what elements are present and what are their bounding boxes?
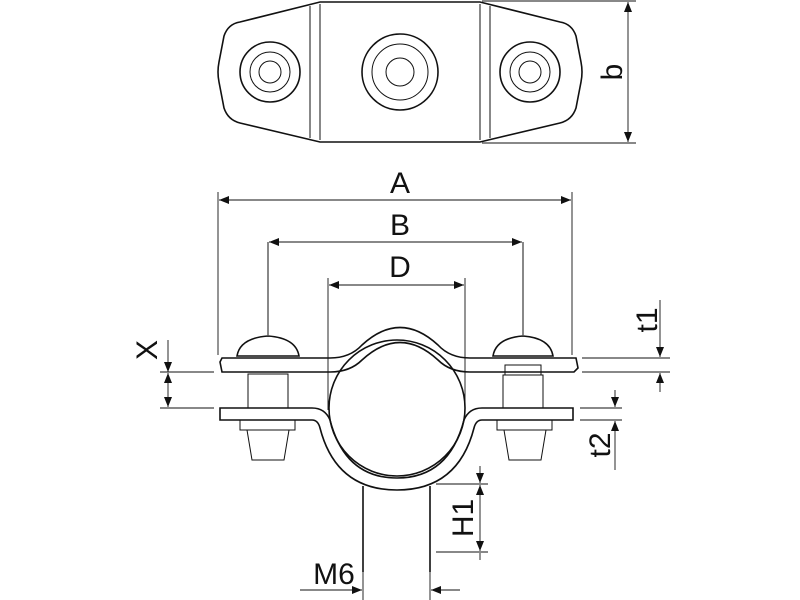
label-t2: t2 <box>584 432 617 457</box>
top-view <box>217 1 583 143</box>
dimension-A: A <box>217 167 573 355</box>
hole-left <box>239 41 301 103</box>
dimension-H1: H1 <box>436 466 488 560</box>
front-view <box>219 242 579 572</box>
label-t1: t1 <box>631 307 664 332</box>
dimension-B: B <box>269 209 522 246</box>
pipe <box>328 339 466 477</box>
hole-center <box>361 33 439 111</box>
screw-left <box>236 242 300 461</box>
dimension-X: X <box>131 340 214 409</box>
screw-right <box>492 242 554 461</box>
dimension-b: b <box>482 0 636 144</box>
dimension-M6: M6 <box>300 558 460 600</box>
dimension-t1: t1 <box>582 300 670 392</box>
label-H1: H1 <box>447 499 480 537</box>
dimension-t2: t2 <box>580 390 622 470</box>
hole-right <box>499 41 561 103</box>
label-D: D <box>389 251 411 284</box>
label-X: X <box>131 340 164 360</box>
label-b: b <box>596 64 629 81</box>
label-A: A <box>390 167 410 200</box>
label-B: B <box>390 209 410 242</box>
label-M6: M6 <box>313 558 355 591</box>
dimension-D: D <box>327 251 466 410</box>
